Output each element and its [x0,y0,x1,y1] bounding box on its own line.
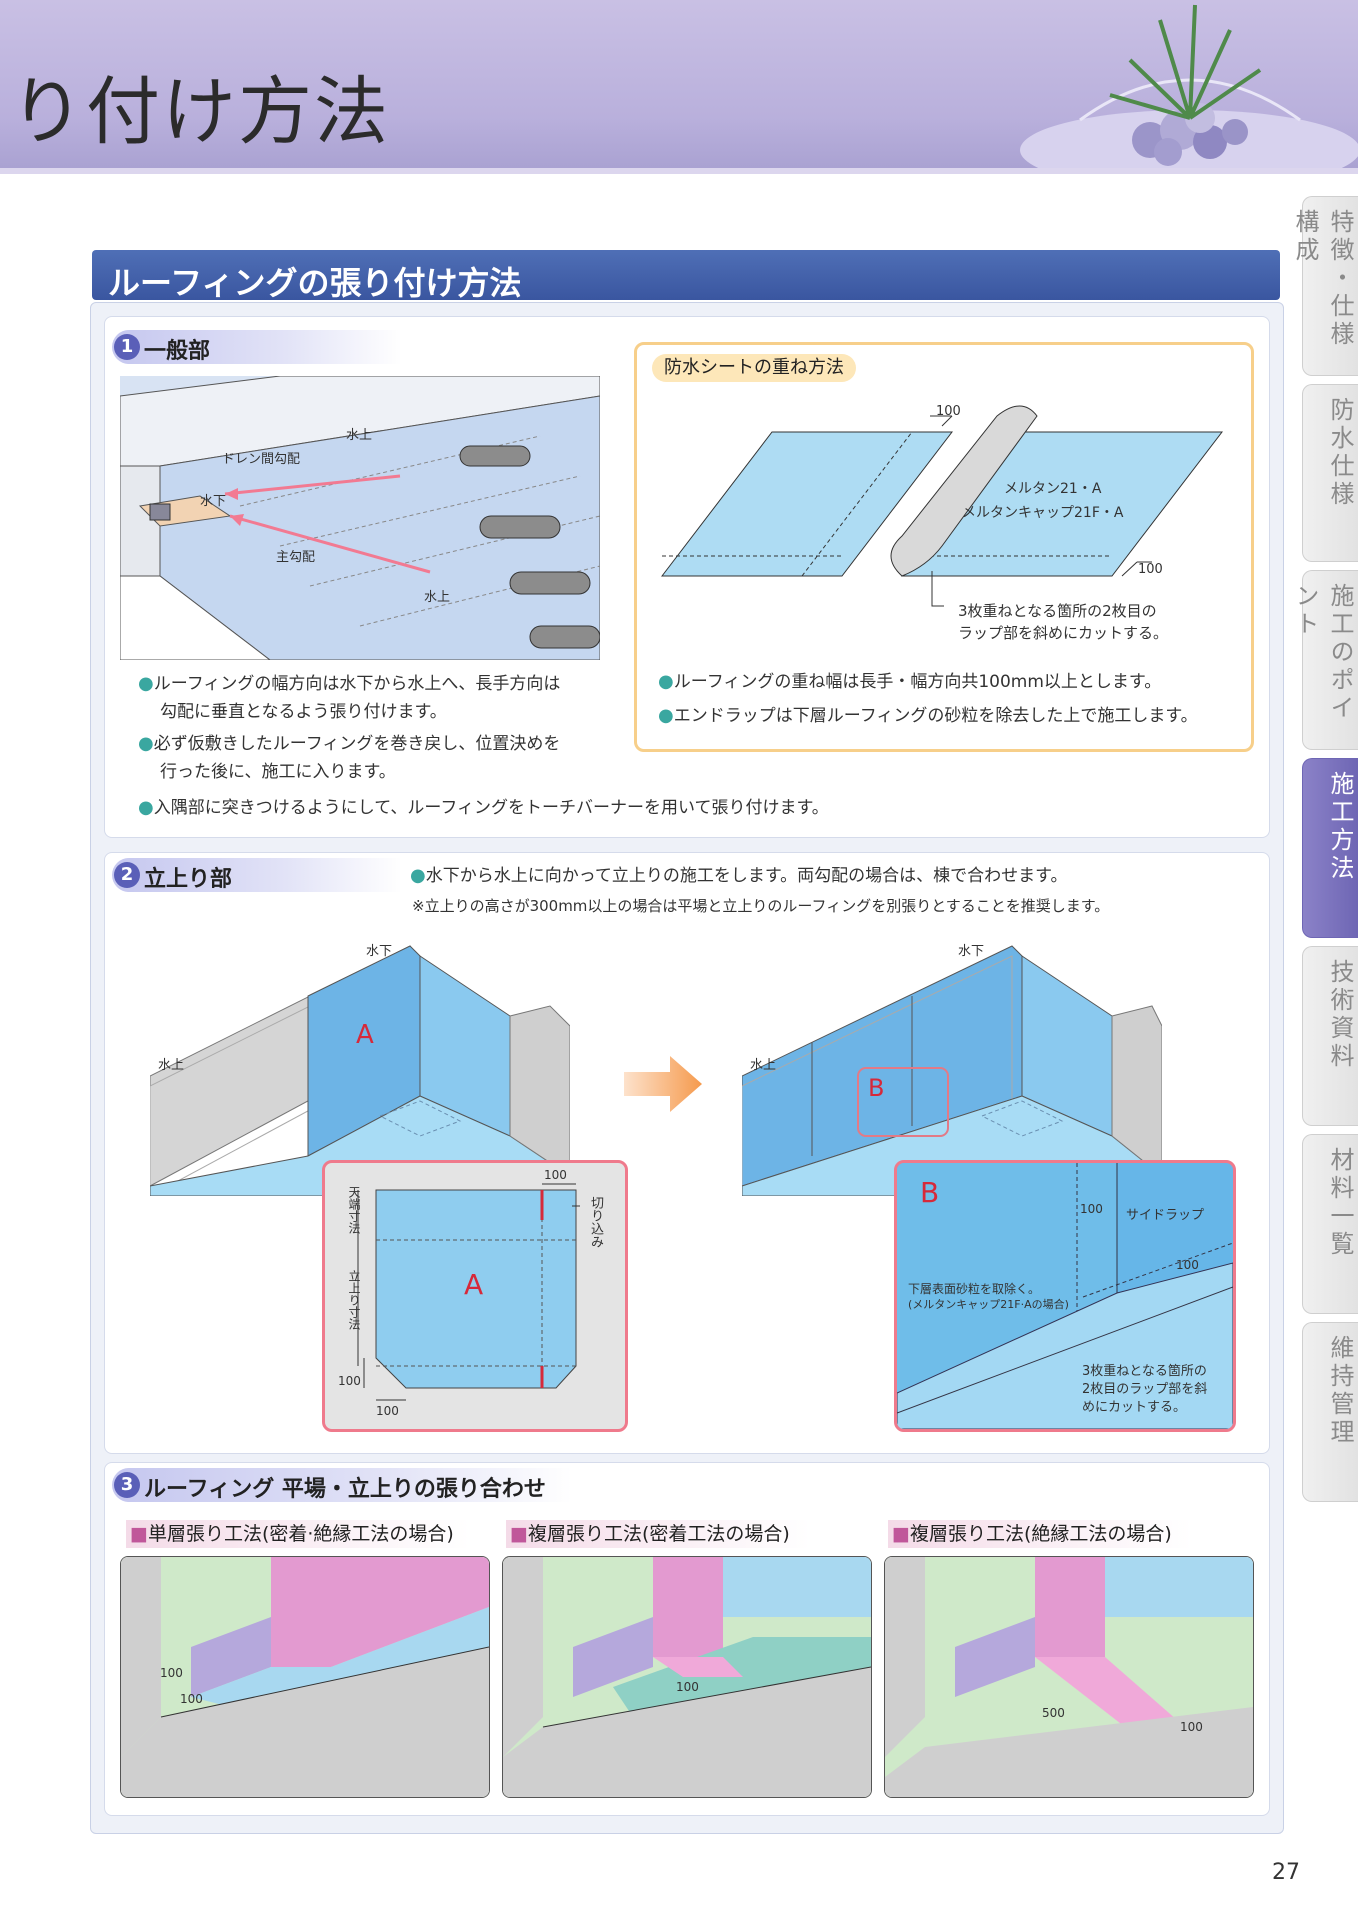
detailB-dim-1: 100 [1080,1202,1103,1216]
tab-maintenance[interactable]: 維持管理 [1302,1322,1358,1502]
square-marker-icon: ■ [892,1523,910,1545]
section-3-header [112,1468,572,1502]
tab-waterproof-spec[interactable]: 防水仕様 [1302,384,1358,562]
section-title-bar [92,250,1280,300]
method-2-dim-1: 100 [676,1680,699,1694]
overlap-sheet-diagram [660,405,1224,607]
label-drain-slope: ドレン間勾配 [222,452,301,467]
tab-construction-points[interactable]: 施工のポイント [1291,570,1358,750]
dim-bottom-100: 100 [1138,562,1163,577]
page-header [0,0,1358,168]
detailA-dim-left: 100 [338,1374,361,1388]
detailB-remove-note-2: (メルタンキャップ21F·Aの場合) [908,1298,1069,1311]
detailB-side-lap: サイドラップ [1126,1208,1205,1223]
label-mizuue-bottom: 水上 [424,590,451,605]
detailA-cut-label: 切り込み [588,1196,603,1248]
label-mizuue-top: 水上 [346,428,373,443]
detail-A-cutting-diagram [357,1183,580,1401]
page-number: 27 [1272,1860,1300,1885]
detailB-label: B [920,1176,940,1209]
section-2-title: 立上り部 [144,867,233,892]
detailB-dim-2: 100 [1176,1258,1199,1272]
section-title: ルーフィングの張り付け方法 [108,264,522,302]
detailB-remove-note-1: 下層表面砂粒を取除く。 [908,1282,1041,1296]
right-label-B: B [868,1074,885,1102]
detailA-top-dimension-label: 天端寸法 [347,1186,361,1234]
bullet-1-line-2: 勾配に垂直となるよう張り付けます。 [160,702,447,722]
detailA-dim-top: 100 [544,1168,567,1182]
upstand-diagram-before [150,945,570,1196]
detail-B-lap-diagram [897,1163,1233,1429]
method-2-diagram [502,1556,872,1798]
cut-note-line-1: 3枚重ねとなる箇所の2枚目の [958,602,1157,620]
bullet-3: ●入隅部に突きつけるようにして、ルーフィングをトーチバーナーを用いて張り付けます… [138,797,829,818]
product-label-2: メルタンキャップ21F・A [962,505,1124,521]
bullet-dot-icon: ● [410,865,426,886]
note-bullet-1: ●ルーフィングの重ね幅は長手・幅方向共100mm以上とします。 [658,671,1162,692]
header-divider [0,168,1358,174]
section-2-number: 2 [114,862,140,888]
general-roof-diagram [120,376,600,660]
tab-features[interactable]: 特徴・仕様構成 [1291,196,1358,376]
method-3-dim-1: 500 [1042,1706,1065,1720]
bullet-2-line-2: 行った後に、施工に入ります。 [160,762,396,782]
plant-decoration-image [1020,4,1358,168]
upstand-diagram-after [742,945,1162,1196]
bullet-dot-icon: ● [658,705,674,726]
method-3-title: ■複層張り工法(絶縁工法の場合) [888,1520,1192,1548]
method-1-dim-2: 100 [180,1692,203,1706]
left-label-A: A [356,1020,374,1050]
page-title: り付け方法 [10,69,390,155]
square-marker-icon: ■ [130,1523,148,1545]
section-3-title: ルーフィング 平場・立上りの張り合わせ [144,1477,546,1502]
overlap-method-title: 防水シートの重ね方法 [652,354,856,382]
method-3-diagram [884,1556,1254,1798]
section-2-header [112,858,402,892]
bullet-dot-icon: ● [138,797,154,818]
section-1-number: 1 [114,334,140,360]
square-marker-icon: ■ [510,1523,528,1545]
bullet-dot-icon: ● [138,673,154,694]
tab-construction-method[interactable]: 施工方法 [1302,758,1358,938]
tab-technical-data[interactable]: 技術資料 [1302,946,1358,1126]
section-1-header [112,330,402,364]
note-bullet-2: ●エンドラップは下層ルーフィングの砂粒を除去した上で施工します。 [658,705,1198,726]
product-label-1: メルタン21・A [1004,481,1102,497]
label-mizushita: 水下 [200,494,227,509]
method-2-title: ■複層張り工法(密着工法の場合) [506,1520,810,1548]
detailA-label: A [464,1268,484,1301]
detailB-cut-note-2: 2枚目のラップ部を斜 [1082,1382,1208,1397]
detailB-cut-note-3: めにカットする。 [1082,1400,1187,1415]
right-arrow-icon [624,1056,702,1112]
right-label-mizuue: 水上 [750,1058,777,1073]
upstand-text-2: ※立上りの高さが300mm以上の場合は平場と立上りのルーフィングを別張りとするこ… [412,897,1110,915]
method-3-dim-2: 100 [1180,1720,1203,1734]
detailB-cut-note-1: 3枚重ねとなる箇所の [1082,1364,1207,1379]
left-label-mizuue: 水上 [158,1058,185,1073]
right-label-mizushita: 水下 [958,944,985,959]
dim-top-100: 100 [936,404,961,419]
tab-material-list[interactable]: 材料一覧 [1302,1134,1358,1314]
method-1-diagram [120,1556,490,1798]
detailA-upstand-dimension-label: 立上り寸法 [347,1270,361,1330]
bullet-dot-icon: ● [138,733,154,754]
detail-B-box [894,1160,1236,1432]
detailA-dim-bottom: 100 [376,1404,399,1418]
section-1-title: 一般部 [144,339,211,364]
bullet-1-line-1: ●ルーフィングの幅方向は水下から水上へ、長手方向は [138,673,561,694]
cut-note-line-2: ラップ部を斜めにカットする。 [958,624,1169,642]
bullet-2-line-1: ●必ず仮敷きしたルーフィングを巻き戻し、位置決めを [138,733,561,754]
bullet-dot-icon: ● [658,671,674,692]
left-label-mizushita: 水下 [366,944,393,959]
label-main-slope: 主勾配 [276,550,316,565]
method-1-dim-1: 100 [160,1666,183,1680]
upstand-text-1: ●水下から水上に向かって立上りの施工をします。両勾配の場合は、棟で合わせます。 [410,865,1068,886]
method-1-title: ■単層張り工法(密着·絶縁工法の場合) [126,1520,470,1548]
section-3-number: 3 [114,1472,140,1498]
